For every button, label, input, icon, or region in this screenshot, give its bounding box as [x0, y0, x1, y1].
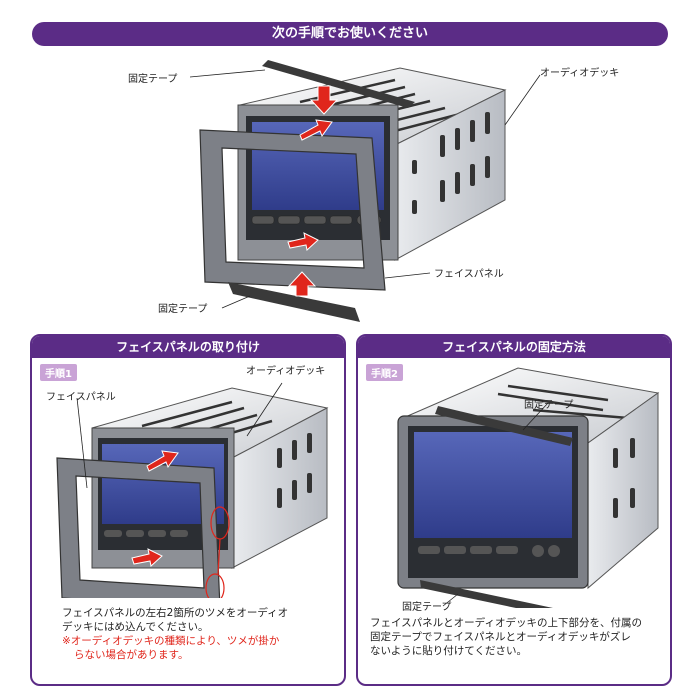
step1-warn-line1: ※オーディオデッキの種類により、ツメが掛か: [62, 635, 280, 647]
step1-desc-line1: フェイスパネルの左右2箇所のツメをオーディオ: [62, 607, 289, 619]
step2-diagram: [397, 367, 660, 608]
step2-description: フェイスパネルとオーディオデッキの上下部分を、付属の 固定テープでフェイスパネル…: [370, 616, 670, 658]
main-diagram: [189, 60, 541, 322]
face-panel-frame: [199, 129, 386, 291]
arrow-down-top: [309, 85, 339, 115]
tape-bottom: [228, 282, 360, 322]
step2-tape-top: [435, 406, 573, 446]
step2-label-tape-top: 固定テープ: [524, 400, 574, 411]
step1-description: フェイスパネルの左右2箇所のツメをオーディオ デッキにはめ込んでください。 ※オ…: [62, 606, 342, 662]
arrow-to-screen: [299, 119, 333, 141]
main-label-audio-deck: オーディオデッキ: [540, 68, 620, 79]
step2-badge: 手順2: [366, 364, 403, 381]
step2-desc-line3: ないように貼り付けてください。: [370, 645, 527, 657]
header-banner: 次の手順でお使いください: [32, 22, 668, 46]
step2-tape-bottom: [420, 580, 553, 608]
step1-warn-line2: らない場合があります。: [74, 649, 189, 661]
step1-desc-line2: デッキにはめ込んでください。: [62, 621, 209, 633]
main-label-tape-bottom: 固定テープ: [158, 304, 208, 315]
tape-top: [262, 60, 415, 108]
main-label-face-panel: フェイスパネル: [434, 269, 504, 280]
step1-panel: フェイスパネルの取り付け 手順1: [30, 334, 346, 686]
arrow-up-bottom: [287, 232, 319, 251]
step1-badge: 手順1: [40, 364, 77, 381]
step1-title: フェイスパネルの取り付け: [32, 336, 344, 358]
step2-panel: フェイスパネルの固定方法 手順2 固定テープ 固定テープ フェイスパネルとオーデ: [356, 334, 672, 686]
arrow-up-tape: [287, 271, 317, 297]
step1-label-audio-deck: オーディオデッキ: [246, 366, 326, 377]
step2-label-tape-bottom: 固定テープ: [402, 602, 452, 613]
header-title: 次の手順でお使いください: [271, 26, 428, 41]
step2-desc-line2: 固定テープでフェイスパネルとオーディオデッキがズレ: [370, 631, 631, 643]
step2-title: フェイスパネルの固定方法: [358, 336, 670, 358]
main-label-tape-top: 固定テープ: [128, 74, 178, 85]
step1-diagram: [56, 382, 329, 598]
step1-label-face-panel: フェイスパネル: [46, 392, 116, 403]
step2-desc-line1: フェイスパネルとオーディオデッキの上下部分を、付属の: [370, 617, 642, 629]
